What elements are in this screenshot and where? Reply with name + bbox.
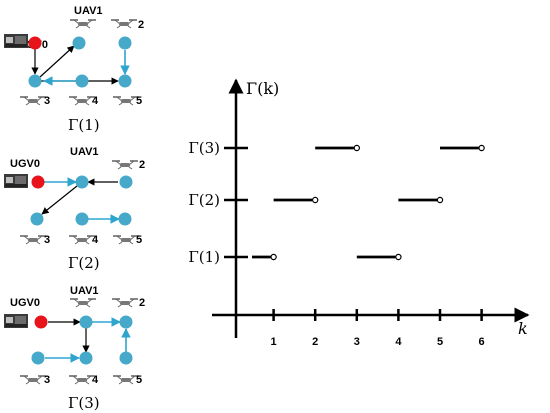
x-tick-label: 3 xyxy=(354,336,360,348)
panel-gamma-3: UGV0 UAV1 2 3 4 5 Γ(3) xyxy=(4,285,145,412)
step-chart: Γ(k) k 1 2 3 4 5 6 Γ(1) Γ(2) Γ(3) xyxy=(188,78,530,348)
panel-gamma-2: UGV0 UAV1 2 3 4 5 Γ(2) xyxy=(4,146,145,272)
uav-node xyxy=(28,74,42,88)
uav-node xyxy=(119,175,133,189)
open-endpoint xyxy=(270,253,277,261)
uav-node xyxy=(75,212,89,226)
uav1-label: UAV1 xyxy=(70,285,99,297)
uav-node xyxy=(118,74,132,88)
drone-icon xyxy=(19,375,47,385)
node-2-label: 2 xyxy=(139,297,145,309)
uav-node xyxy=(79,351,93,365)
open-endpoint xyxy=(436,196,444,204)
x-tick-label: 2 xyxy=(312,336,318,348)
uav1-label: UAV1 xyxy=(70,146,99,158)
drone-icon xyxy=(69,19,97,29)
panel-gamma-1: UGV0 UAV1 2 3 4 5 Γ(1) xyxy=(4,5,144,134)
uav-node xyxy=(79,315,93,329)
open-endpoint xyxy=(353,144,360,152)
uav-node xyxy=(118,212,132,226)
ugv-node xyxy=(34,315,48,329)
uav-node xyxy=(118,36,132,50)
node-5-label: 5 xyxy=(136,95,142,107)
ugv0-label: UGV0 xyxy=(10,297,40,309)
node-2-label: 2 xyxy=(139,159,145,171)
x-tick-label: 1 xyxy=(271,336,277,348)
panel-caption: Γ(2) xyxy=(68,254,100,272)
drone-icon xyxy=(19,96,47,106)
node-5-label: 5 xyxy=(136,374,142,386)
ugv-icon xyxy=(4,34,28,48)
uav-node xyxy=(72,36,86,50)
uav-node xyxy=(75,175,89,189)
x-tick-label: 6 xyxy=(479,336,485,348)
x-tick-label: 5 xyxy=(437,336,443,348)
ugv-icon xyxy=(4,314,28,328)
chart-marks: 1 2 3 4 5 6 Γ(1) Γ(2) Γ(3) xyxy=(188,139,485,348)
uav-node xyxy=(119,351,133,365)
uav1-label: UAV1 xyxy=(74,5,103,17)
ugv0-label: UGV0 xyxy=(10,158,40,170)
drone-icon xyxy=(19,235,47,245)
ugv-icon xyxy=(4,174,28,188)
node-3-label: 3 xyxy=(44,95,50,107)
node-3-label: 3 xyxy=(44,374,50,386)
node-5-label: 5 xyxy=(136,234,142,246)
drone-icon xyxy=(111,298,139,308)
node-3-label: 3 xyxy=(44,234,50,246)
edge xyxy=(39,45,75,78)
y-tick-label: Γ(1) xyxy=(188,248,220,266)
node-4-label: 4 xyxy=(92,374,99,386)
ugv-node xyxy=(28,36,42,50)
uav-node xyxy=(31,351,45,365)
y-tick-label: Γ(2) xyxy=(188,191,220,209)
y-axis-label: Γ(k) xyxy=(246,79,279,98)
drone-icon xyxy=(69,298,97,308)
open-endpoint xyxy=(395,253,402,261)
ugv-node xyxy=(31,175,45,189)
uav-node xyxy=(119,315,133,329)
node-2-label: 2 xyxy=(138,19,144,31)
uav-node xyxy=(75,74,89,88)
panel-caption: Γ(1) xyxy=(68,116,100,134)
y-tick-label: Γ(3) xyxy=(188,139,220,157)
x-axis-label: k xyxy=(518,319,528,338)
open-endpoint xyxy=(312,196,319,204)
panel-caption: Γ(3) xyxy=(68,394,100,412)
x-tick-label: 4 xyxy=(395,336,402,348)
uav-node xyxy=(30,212,44,226)
node-4-label: 4 xyxy=(92,95,99,107)
open-endpoint xyxy=(478,144,485,152)
drone-icon xyxy=(110,19,138,29)
drone-icon xyxy=(111,160,139,170)
edge xyxy=(41,185,78,215)
node-4-label: 4 xyxy=(92,234,99,246)
